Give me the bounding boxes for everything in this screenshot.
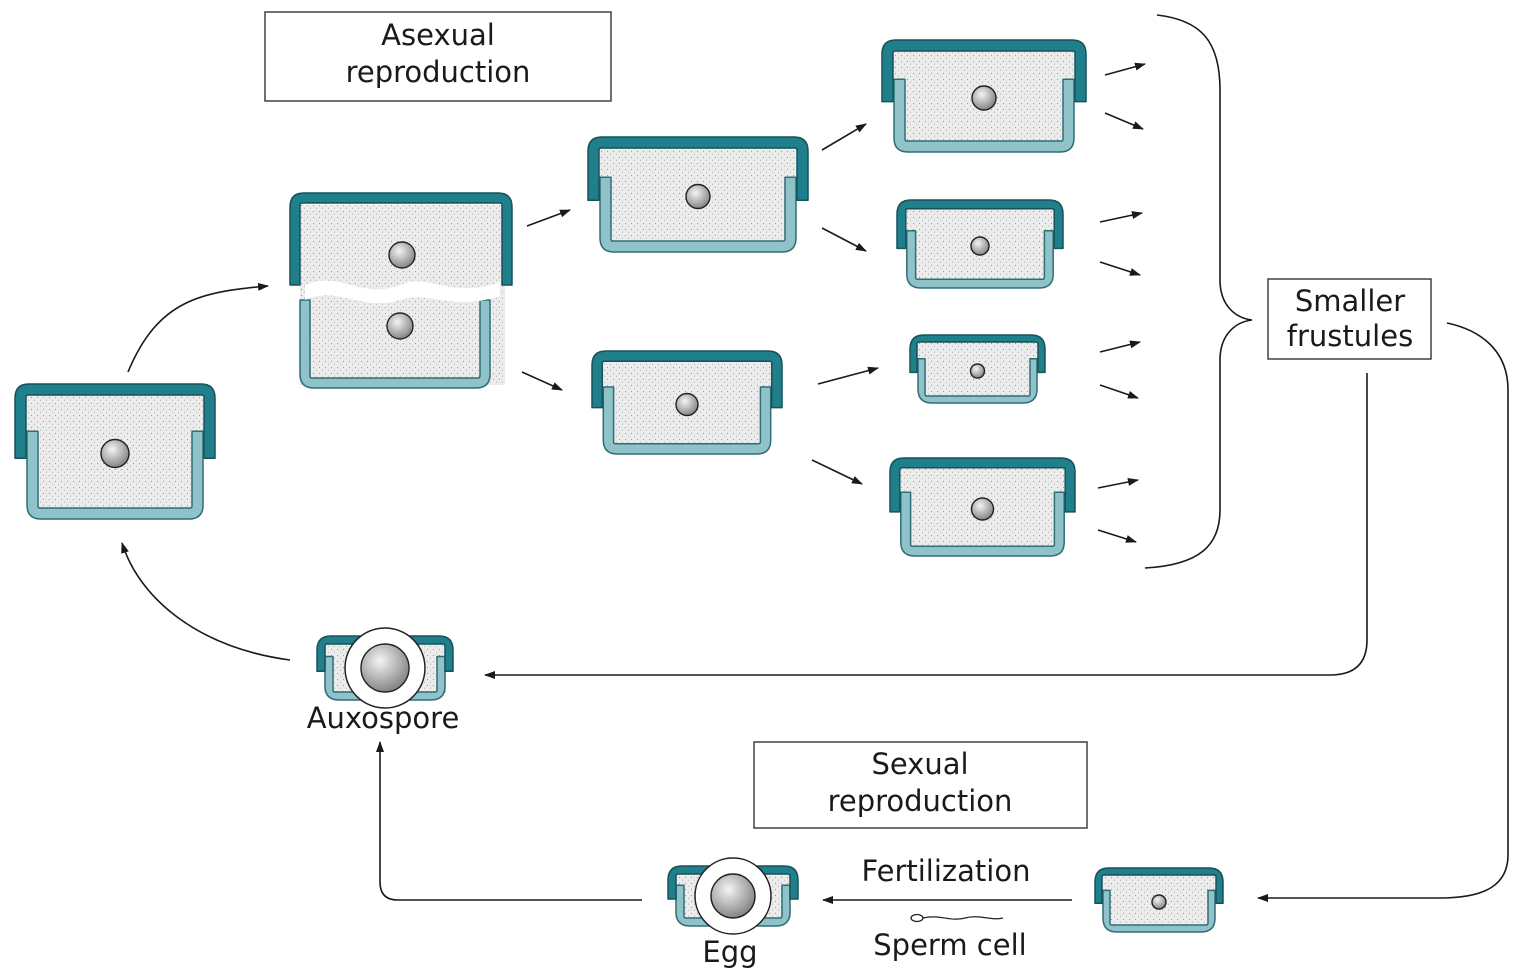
- arrow-smaller-to-gamete-cell: [1257, 322, 1509, 902]
- granddaughter-cell-1: [881, 39, 1087, 153]
- daughter-cell-large: [587, 136, 809, 253]
- frustule-group-brace: [1144, 14, 1253, 569]
- sperm-cell-icon: [910, 913, 1004, 923]
- granddaughter-cell-2: [896, 199, 1064, 289]
- fertilization-label: Fertilization: [862, 854, 1031, 888]
- arrow-smaller-to-auxospore: [484, 373, 1368, 679]
- granddaughter-cell-4: [889, 457, 1076, 557]
- smaller-frustules-label-box: Smaller frustules: [1267, 278, 1432, 360]
- arrow-egg-to-auxospore: [376, 741, 642, 901]
- zygote-nucleus: [360, 643, 410, 693]
- daughter-cell-small: [591, 350, 783, 455]
- small-frustule-cell: [1094, 867, 1224, 933]
- nucleus: [685, 183, 711, 210]
- sperm-cell-label: Sperm cell: [873, 928, 1026, 962]
- asexual-reproduction-label-box: Asexual reproduction: [264, 11, 612, 102]
- auxospore-cell: [316, 627, 454, 709]
- nucleus: [969, 363, 986, 379]
- nucleus: [675, 392, 699, 417]
- sexual-label-line2: reproduction: [828, 784, 1013, 818]
- sexual-label-line1: Sexual: [871, 747, 968, 781]
- sexual-reproduction-label-box: Sexual reproduction: [753, 741, 1088, 829]
- division-arrows: [521, 62, 1146, 543]
- egg-label: Egg: [702, 935, 757, 969]
- nucleus-lower: [386, 312, 414, 340]
- frustule-cells: [14, 39, 1224, 935]
- nucleus: [970, 236, 990, 256]
- granddaughter-cell-3: [909, 334, 1046, 404]
- nucleus: [100, 438, 130, 469]
- nucleus: [971, 85, 997, 111]
- arrow-to-division: [127, 282, 269, 373]
- asexual-label-line2: reproduction: [346, 55, 531, 89]
- nucleus: [1151, 894, 1167, 910]
- asexual-label-line1: Asexual: [381, 18, 495, 52]
- smaller-label-line1: Smaller: [1295, 284, 1405, 318]
- arrow-auxospore-to-cell: [121, 542, 291, 661]
- dividing-cell: [289, 192, 513, 389]
- nucleus-upper: [388, 241, 416, 269]
- zygote-nucleus: [710, 873, 756, 919]
- egg-cell: [667, 857, 799, 935]
- smaller-label-line2: frustules: [1287, 319, 1413, 353]
- parent-cell: [14, 383, 216, 520]
- nucleus: [970, 497, 995, 521]
